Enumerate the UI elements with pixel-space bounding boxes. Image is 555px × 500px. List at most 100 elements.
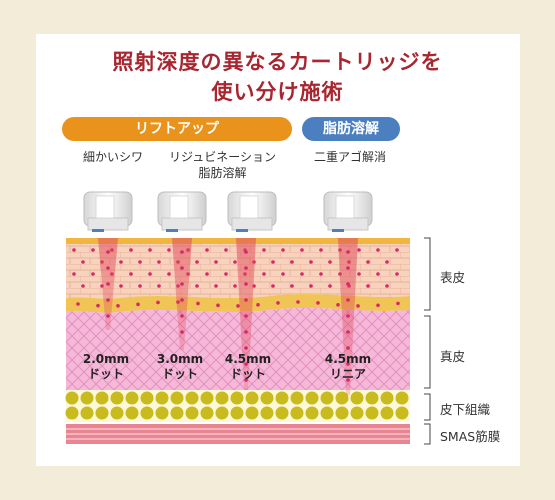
probe-window (335, 195, 355, 219)
depth-type-2: ドット (161, 367, 198, 381)
cell-dot (91, 272, 95, 276)
beam-dot (180, 282, 184, 286)
layer-brackets (424, 237, 431, 445)
cell-dot (271, 260, 275, 264)
cell-dot (138, 260, 142, 264)
beam-dot (346, 282, 350, 286)
fat-cell (170, 406, 184, 420)
cell-dot (316, 301, 320, 305)
beam-dot (180, 266, 184, 270)
probe-neck (161, 217, 203, 231)
fat-cell (335, 406, 349, 420)
probe-2 (157, 191, 207, 232)
beam-dot (244, 378, 248, 382)
cell-dot (262, 272, 266, 276)
fat-cell (245, 406, 259, 420)
cell-dot (138, 284, 142, 288)
beam-dot (244, 266, 248, 270)
cell-dot (148, 248, 152, 252)
fat-cell (260, 406, 274, 420)
cell-dot (271, 284, 275, 288)
beam-2 (172, 238, 192, 350)
cell-dot (395, 272, 399, 276)
cell-dot (281, 272, 285, 276)
cell-dot (81, 284, 85, 288)
probe-neck (327, 217, 369, 231)
cell-dot (157, 260, 161, 264)
fat-cell (80, 406, 94, 420)
cell-dot (72, 272, 76, 276)
layer-label-epidermis: 表皮 (440, 270, 466, 285)
depth-value-2: 3.0mm (156, 352, 204, 366)
fat-cell (140, 406, 154, 420)
fat-cell (290, 406, 304, 420)
probe-window (95, 195, 115, 219)
fat-cell (125, 406, 139, 420)
probe-mark (166, 229, 178, 232)
fat-cell (110, 406, 124, 420)
cell-dot (156, 300, 160, 305)
fat-cells (65, 391, 409, 420)
fat-cell (185, 391, 199, 405)
fat-cell (290, 391, 304, 405)
fat-cell (275, 391, 289, 405)
fat-cell (125, 391, 139, 405)
depth-value-4: 4.5mm (324, 352, 372, 366)
fat-cell (200, 391, 214, 405)
cell-dot (319, 248, 323, 252)
fat-cell (350, 406, 364, 420)
cell-dot (236, 304, 240, 308)
cell-dot (336, 303, 340, 307)
cell-dot (224, 272, 228, 276)
fat-cell (380, 406, 394, 420)
cell-dot (96, 303, 100, 308)
cell-dot (328, 260, 332, 264)
fat-cell (185, 406, 199, 420)
cell-dot (300, 272, 304, 276)
fat-cell (395, 391, 409, 405)
probe-4 (323, 191, 373, 232)
cell-dot (81, 260, 85, 264)
cell-dot (376, 248, 380, 252)
cell-dot (119, 284, 123, 288)
beam-dot (180, 330, 184, 334)
cell-dot (116, 304, 120, 308)
cell-dot (214, 260, 218, 264)
beam-dot (180, 250, 184, 254)
cell-dot (195, 260, 199, 264)
bracket-epidermis (424, 237, 431, 311)
cell-dot (366, 260, 370, 264)
depth-value-1: 2.0mm (82, 352, 130, 366)
beam-dot (180, 314, 184, 318)
probe-neck (231, 217, 273, 231)
cell-dot (290, 284, 294, 288)
cell-dot (119, 260, 123, 264)
fat-cell (215, 391, 229, 405)
beam-dot (346, 378, 350, 382)
cell-dot (357, 248, 361, 252)
fat-cell (230, 406, 244, 420)
beam-dot (244, 282, 248, 286)
layer-label-smas: SMAS筋膜 (440, 429, 501, 444)
category-pill-lift: リフトアップ (62, 117, 292, 141)
fat-cell (320, 391, 334, 405)
fat-cell (200, 406, 214, 420)
title-line-1: 照射深度の異なるカートリッジを (112, 50, 443, 74)
cell-dot (205, 248, 209, 252)
depth-value-3: 4.5mm (224, 352, 272, 366)
cell-dot (216, 303, 220, 308)
beam-dot (346, 314, 350, 318)
probe-window (169, 195, 189, 219)
beam-3 (236, 238, 256, 390)
fat-cell (65, 391, 79, 405)
cell-dot (376, 303, 380, 308)
cartridge-subtitle-3: 脂肪溶解 (198, 166, 247, 180)
cell-dot (136, 302, 140, 307)
cell-dot (72, 248, 76, 252)
fat-cell (155, 391, 169, 405)
layer-label-subcutaneous: 皮下組織 (440, 402, 491, 417)
fat-cell (110, 391, 124, 405)
cartridge-subtitle-1: 細かいシワ (82, 150, 143, 164)
cell-dot (167, 272, 171, 276)
